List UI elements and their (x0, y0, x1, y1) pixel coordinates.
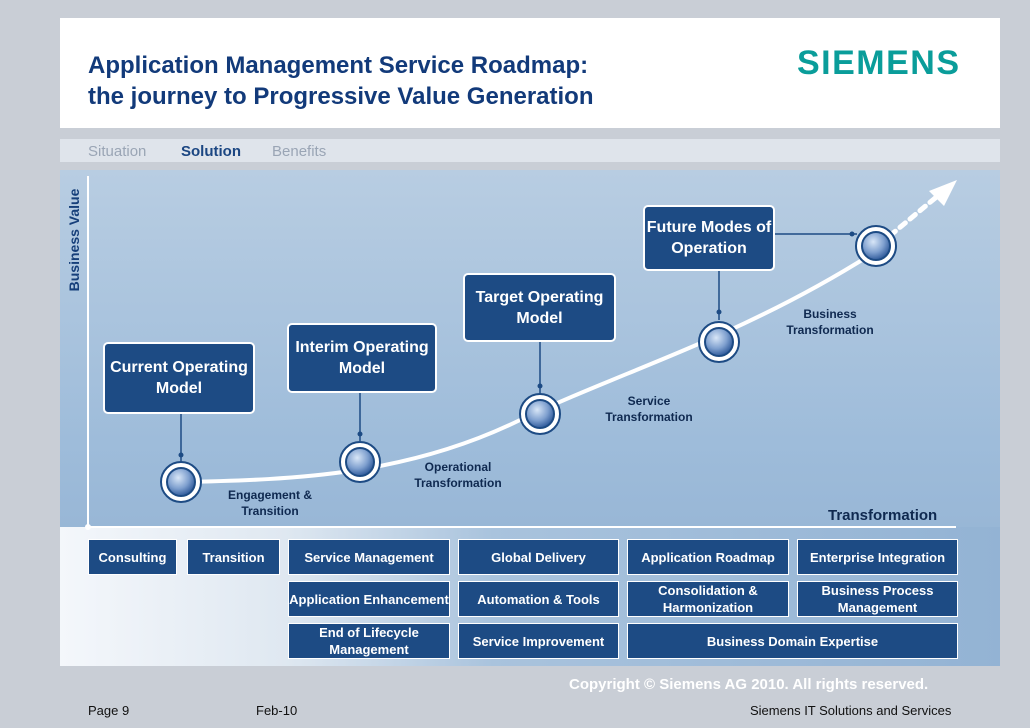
service-consolidation-harmonization: Consolidation & Harmonization (627, 581, 789, 617)
stage-business-line-1: Business (803, 307, 857, 321)
stage-service-transformation: Service Transformation (593, 393, 705, 425)
x-axis-label: Transformation (828, 507, 938, 524)
service-enterprise-integration: Enterprise Integration (797, 539, 958, 575)
service-consulting: Consulting (88, 539, 177, 575)
section-nav (60, 139, 1000, 162)
tab-solution[interactable]: Solution (181, 143, 241, 160)
copyright-text: Copyright © Siemens AG 2010. All rights … (569, 676, 929, 693)
service-global-delivery: Global Delivery (458, 539, 619, 575)
glossy-circle-icon (160, 461, 202, 503)
service-service-management: Service Management (288, 539, 450, 575)
footer-date: Feb-10 (256, 703, 298, 718)
service-application-roadmap: Application Roadmap (627, 539, 789, 575)
siemens-logo: SIEMENS (797, 44, 961, 82)
glossy-circle-icon (519, 393, 561, 435)
service-transition: Transition (187, 539, 280, 575)
footer-division: Siemens IT Solutions and Services (750, 703, 952, 718)
service-business-process-management: Business Process Management (797, 581, 958, 617)
stage-engagement-line-1: Engagement & (227, 488, 312, 502)
stage-engagement-line-2: Transition (241, 504, 299, 518)
stage-operational-line-2: Transformation (414, 476, 502, 490)
service-end-of-lifecycle-management: End of Lifecycle Management (288, 623, 450, 659)
stage-service-line-1: Service (627, 394, 671, 408)
glossy-circle-icon (339, 441, 381, 483)
slide-title: Application Management Service Roadmap: … (88, 50, 778, 112)
stage-operational-transformation: Operational Transformation (398, 459, 518, 491)
title-line-1: Application Management Service Roadmap: (88, 52, 589, 79)
arrow-head-icon (929, 180, 957, 206)
title-line-2: the journey to Progressive Value Generat… (88, 83, 594, 110)
service-automation-tools: Automation & Tools (458, 581, 619, 617)
service-business-domain-expertise: Business Domain Expertise (627, 623, 958, 659)
stage-business-line-2: Transformation (786, 323, 874, 337)
service-service-improvement: Service Improvement (458, 623, 619, 659)
service-application-enhancement: Application Enhancement (288, 581, 450, 617)
tab-situation[interactable]: Situation (88, 143, 147, 160)
stage-service-line-2: Transformation (605, 410, 693, 424)
milestone-future-modes-of-operation: Future Modes of Operation (643, 205, 775, 271)
milestone-target-operating-model: Target Operating Model (463, 273, 616, 342)
header-panel (60, 18, 1000, 128)
glossy-circle-icon (698, 321, 740, 363)
stage-operational-line-1: Operational (424, 460, 492, 474)
footer-page-number: Page 9 (88, 703, 130, 718)
tab-benefits[interactable]: Benefits (272, 143, 327, 160)
axis-origin-dot (85, 524, 91, 530)
stage-business-transformation: Business Transformation (776, 306, 884, 338)
milestone-current-operating-model: Current Operating Model (103, 342, 255, 414)
milestone-interim-operating-model: Interim Operating Model (287, 323, 437, 393)
glossy-circle-icon (855, 225, 897, 267)
stage-engagement-transition: Engagement & Transition (208, 487, 332, 519)
